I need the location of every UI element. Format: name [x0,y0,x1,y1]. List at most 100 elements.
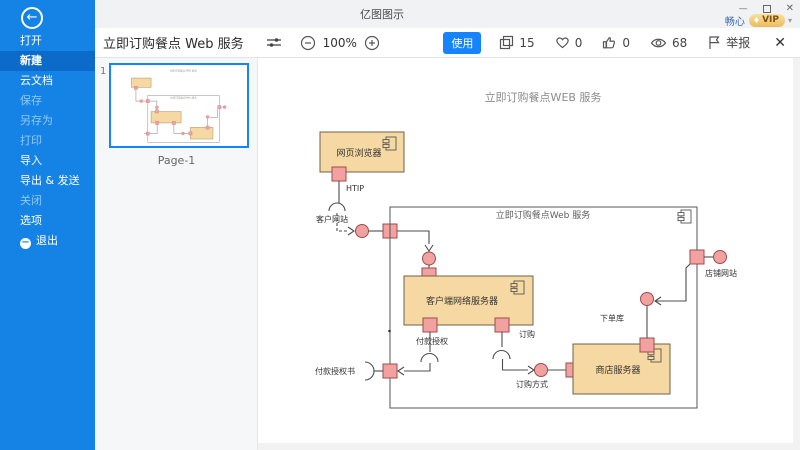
vip-badge[interactable]: ♦VIP [748,13,785,27]
thumb-port [172,121,176,125]
label-payment-auth[interactable]: 付款授权 [416,336,448,346]
views-stat: 68 [650,36,687,50]
maximize-icon[interactable] [762,4,771,13]
interface-ball[interactable] [640,292,654,306]
connector-port[interactable] [382,363,398,379]
account-name[interactable]: 畅心 [724,16,745,28]
arrowhead [424,244,434,252]
label-place-order[interactable]: 下单库 [600,313,624,323]
report-button[interactable]: 举报 [707,34,750,51]
interface-ball[interactable] [713,250,727,264]
sidebar-item-options[interactable]: 选项 [20,214,42,227]
canvas[interactable]: 立即订购餐点WEB 服务 网页浏览器 HTIP 客户网站 立即订购餐点Web 服… [258,58,793,443]
connector-line[interactable] [404,363,431,372]
back-button[interactable]: ← [21,7,43,29]
node-web-browser[interactable] [319,131,405,173]
sidebar-menu: 打开 新建 云文档 保存 另存为 打印 导入 导出 & 发送 关闭 选项 −退出 [0,31,95,251]
diagram-title[interactable]: 立即订购餐点WEB 服务 [485,90,602,104]
node-store-server-label[interactable]: 商店服务器 [595,364,640,376]
drawing-canvas[interactable]: 立即订购餐点WEB 服务 网页浏览器 HTIP 客户网站 立即订购餐点Web 服… [258,58,793,443]
close-document-icon[interactable]: ✕ [774,34,786,51]
label-payment-auth-cert[interactable]: 付款授权书 [315,366,355,376]
arrowhead [654,296,662,306]
thumb-port [205,125,210,130]
eye-icon [650,38,667,47]
sidebar-item-label: 退出 [36,234,58,247]
label-store-site[interactable]: 店铺网站 [705,268,737,278]
zoom-in-button[interactable] [364,35,380,51]
thumb-node [190,127,214,140]
node-client-web-server-label[interactable]: 客户端网络服务器 [426,295,498,307]
back-arrow-icon: ← [26,10,38,25]
horizontal-scrollbar[interactable] [258,443,800,450]
interface-ball[interactable] [355,224,369,238]
connector-line[interactable] [397,230,430,244]
thumb-port [146,131,150,136]
sidebar-item-exit[interactable]: −退出 [0,231,95,251]
label-order-method[interactable]: 订购方式 [516,379,548,389]
favorite-stat[interactable]: 0 [555,35,582,50]
thumb-port [155,121,159,125]
connector-line[interactable] [501,359,529,371]
document-title: 立即订购餐点 Web 服务 [103,37,244,52]
zoom-out-button[interactable] [300,35,316,51]
view-options-button[interactable] [266,36,282,49]
heart-icon [555,37,569,49]
sidebar-item-close[interactable]: 关闭 [20,194,42,207]
label-customer-site[interactable]: 客户网站 [316,214,348,224]
interface-socket[interactable] [328,202,346,212]
window-close-icon[interactable]: ✕ [785,3,794,14]
sidebar-item-print[interactable]: 打印 [20,134,42,147]
dashed-connector[interactable] [336,213,347,232]
like-stat[interactable]: 0 [602,35,630,50]
arrowhead [397,366,405,376]
thumb-title: 立即订购餐点WEB 服务 [170,68,198,72]
use-button[interactable]: 使用 [443,31,482,54]
sidebar-item-open[interactable]: 打开 [20,34,42,47]
sidebar-item-import[interactable]: 导入 [20,154,42,167]
connector-line[interactable] [656,263,691,302]
thumb-ball [155,105,159,110]
container-title[interactable]: 立即订购餐点Web 服务 [496,209,590,221]
sidebar-item-save-as[interactable]: 另存为 [20,114,53,127]
thumb-ball [205,115,210,119]
zoom-in-icon [364,35,380,50]
node-web-browser-label[interactable]: 网页浏览器 [336,147,381,159]
thumb-wire [173,124,189,134]
sidebar-item-new[interactable]: 新建 [0,51,95,71]
connector-port[interactable] [494,317,510,333]
copies-stat[interactable]: 15 [499,35,535,50]
arrowhead [527,365,535,375]
thumb-wire [144,106,224,134]
thumb-port [155,109,159,114]
label-order[interactable]: 订购 [519,329,535,339]
vertical-scrollbar[interactable] [793,58,800,450]
sidebar-item-cloud-docs[interactable]: 云文档 [20,74,53,87]
connector-port[interactable] [331,166,347,182]
thumb-wire [135,89,147,102]
thumbs-up-icon [603,37,616,49]
page-label: Page-1 [157,154,196,167]
connector-port[interactable] [422,317,438,333]
minimize-icon[interactable]: — [738,3,748,14]
interface-socket[interactable] [492,350,511,360]
interface-ball[interactable] [534,363,548,377]
connector-port[interactable] [689,249,705,265]
interface-ball[interactable] [422,251,436,266]
sidebar-item-save[interactable]: 保存 [20,94,42,107]
thumb-node [131,77,152,88]
sidebar-item-export-send[interactable]: 导出 & 发送 [20,174,80,187]
vip-gem-icon: ♦ [752,15,761,25]
pages-panel: 1 立即订购餐点WEB 服务 立即订购餐点Web 服务 [95,58,258,450]
label-http[interactable]: HTIP [346,184,364,193]
connector-port[interactable] [639,337,655,353]
container-web-service[interactable] [389,206,698,409]
vip-label: VIP [762,15,779,25]
stray-dot [388,329,391,333]
interface-socket[interactable] [420,353,439,363]
page-thumbnail[interactable]: 立即订购餐点WEB 服务 立即订购餐点Web 服务 [109,63,249,148]
account-area[interactable]: 畅心 ♦VIP ▾ [724,13,792,28]
copies-count: 15 [519,35,535,50]
thumb-container [147,95,220,143]
interface-socket[interactable] [364,361,375,381]
